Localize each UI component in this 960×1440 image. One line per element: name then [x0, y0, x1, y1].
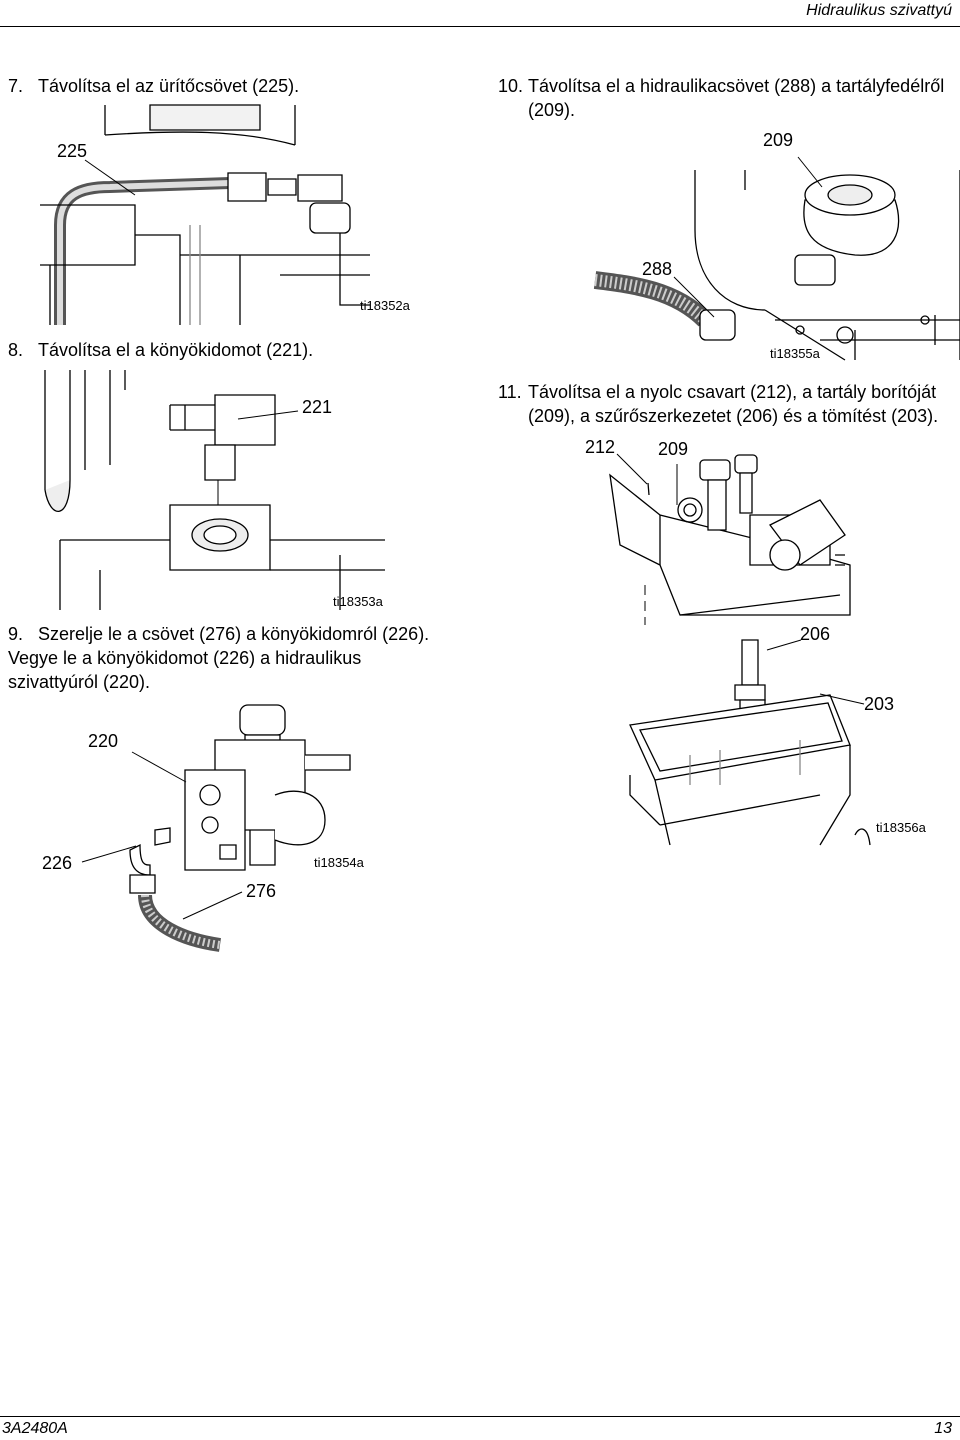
callout-221: 221: [302, 397, 333, 417]
callout-209-top: 209: [763, 130, 794, 150]
step-10-number: 10.: [498, 76, 524, 96]
step-8-text: Távolítsa el a könyökidomot (221).: [38, 340, 314, 360]
hydraulic-pump-illustration: [125, 700, 360, 950]
figure-id-ti18353a: ti18353a: [333, 594, 383, 609]
elbow-fitting-illustration: [40, 370, 385, 610]
callout-288: 288: [642, 259, 673, 279]
footer-page-number: 13: [934, 1420, 952, 1437]
footer-doc-number: 3A2480A: [2, 1420, 68, 1437]
leader-line-288: [672, 275, 717, 320]
leader-line-220: [130, 748, 190, 788]
page-header-title: Hidraulikus szivattyú: [806, 2, 952, 19]
drain-tube-illustration: [40, 105, 370, 325]
step-9-number: 9.: [8, 624, 24, 644]
leader-line-226: [80, 842, 140, 867]
callout-212: 212: [585, 437, 616, 457]
callout-226: 226: [42, 853, 73, 873]
leader-line-209-top: [796, 155, 826, 190]
callout-206: 206: [800, 624, 831, 644]
footer-rule: [0, 1416, 960, 1417]
step-9-line-1: Szerelje le a csövet (276) a könyökidomr…: [38, 624, 430, 644]
step-10-line-1: Távolítsa el a hidraulikacsövet (288) a …: [528, 76, 945, 96]
step-8: 8. Távolítsa el a könyökidomot (221).: [8, 338, 313, 362]
header-rule: [0, 26, 960, 27]
step-11-line-2: (209), a szűrőszerkezetet (206) és a töm…: [528, 406, 939, 426]
step-7-text: Távolítsa el az ürítőcsövet (225).: [38, 76, 300, 96]
step-8-number: 8.: [8, 340, 24, 360]
leader-line-225: [80, 155, 140, 200]
step-10-line-2: (209).: [528, 100, 576, 120]
step-11: 11. Távolítsa el a nyolc csavart (212), a…: [498, 380, 938, 428]
leader-line-221: [236, 405, 300, 425]
step-10: 10.Távolítsa el a hidraulikacsövet (288)…: [498, 74, 944, 122]
hydraulic-hose-illustration: [595, 170, 960, 360]
leader-line-209-bottom: [672, 462, 682, 507]
step-9-line-3: szivattyúról (220).: [8, 672, 151, 692]
callout-209-bottom: 209: [658, 439, 689, 459]
callout-225: 225: [57, 141, 88, 161]
callout-203: 203: [864, 694, 895, 714]
step-7: 7. Távolítsa el az ürítőcsövet (225).: [8, 74, 299, 98]
step-11-number: 11.: [498, 382, 522, 402]
leader-line-276: [180, 888, 245, 923]
callout-276: 276: [246, 881, 277, 901]
leader-line-206: [765, 636, 803, 654]
reservoir-exploded-illustration: [600, 455, 960, 850]
leader-line-212: [615, 452, 650, 487]
figure-id-ti18354a: ti18354a: [314, 855, 364, 870]
step-9: 9. Szerelje le a csövet (276) a könyökido…: [8, 622, 429, 694]
figure-id-ti18352a: ti18352a: [360, 298, 410, 313]
figure-id-ti18356a: ti18356a: [876, 820, 926, 835]
callout-220: 220: [88, 731, 119, 751]
leader-line-203: [818, 690, 866, 710]
figure-id-ti18355a: ti18355a: [770, 346, 820, 361]
step-7-number: 7.: [8, 76, 24, 96]
step-11-line-1: Távolítsa el a nyolc csavart (212), a ta…: [528, 382, 937, 402]
step-9-line-2: Vegye le a könyökidomot (226) a hidrauli…: [8, 648, 362, 668]
